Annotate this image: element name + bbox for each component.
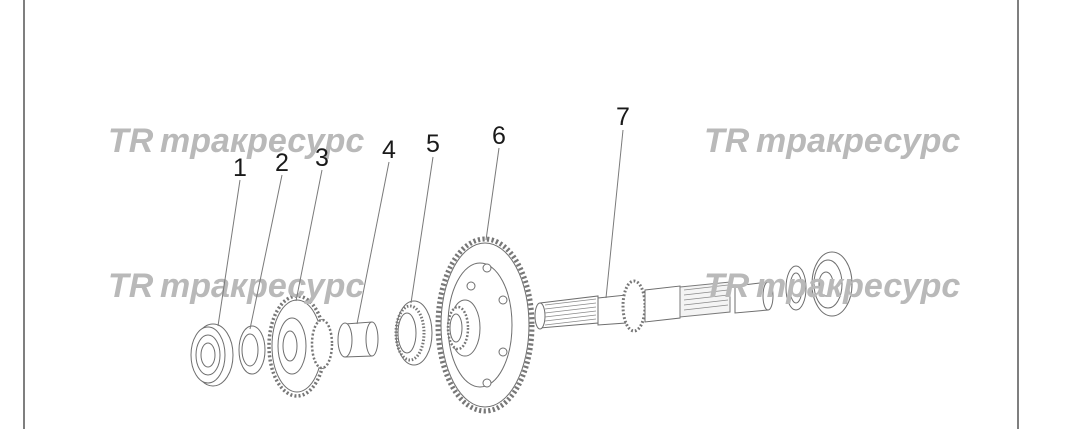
watermark-text: тракресурс (160, 267, 364, 305)
leader-2 (249, 174, 283, 330)
watermark-text: тракресурс (756, 267, 960, 305)
watermark-top-right: TR тракресурс (704, 122, 960, 160)
part-3-gear (267, 294, 334, 398)
watermark-logo: TR (108, 122, 154, 160)
watermark-text: тракресурс (160, 122, 364, 160)
callouts: 1 2 3 4 5 6 7 (233, 103, 630, 182)
watermark-logo: TR (108, 267, 154, 305)
leader-4 (356, 161, 390, 325)
callout-7: 7 (616, 103, 630, 131)
watermark-text: тракресурс (756, 122, 960, 160)
watermark-bottom-right: TR тракресурс (704, 267, 960, 305)
callout-6: 6 (492, 122, 506, 150)
leader-6 (485, 147, 500, 241)
callout-5: 5 (426, 130, 440, 158)
part-7-shaft (534, 251, 853, 333)
leader-3 (295, 169, 323, 302)
callout-3: 3 (315, 144, 329, 172)
part-6-large-gear (435, 236, 535, 414)
part-1-bearing (190, 323, 234, 387)
part-5-needle-bearing (394, 300, 433, 366)
leader-lines (217, 129, 624, 330)
leader-1 (217, 179, 241, 327)
leader-7 (605, 129, 624, 299)
watermark-logo: TR (704, 122, 750, 160)
watermark-top-left: TR тракресурс (108, 122, 364, 160)
part-4-sleeve (337, 321, 379, 358)
watermark-logo: TR (704, 267, 750, 305)
watermark-bottom-left: TR тракресурс (108, 267, 364, 305)
callout-2: 2 (275, 149, 289, 177)
callout-4: 4 (382, 136, 396, 164)
callout-1: 1 (233, 154, 247, 182)
leader-5 (410, 156, 434, 304)
part-2-washer (238, 325, 266, 375)
